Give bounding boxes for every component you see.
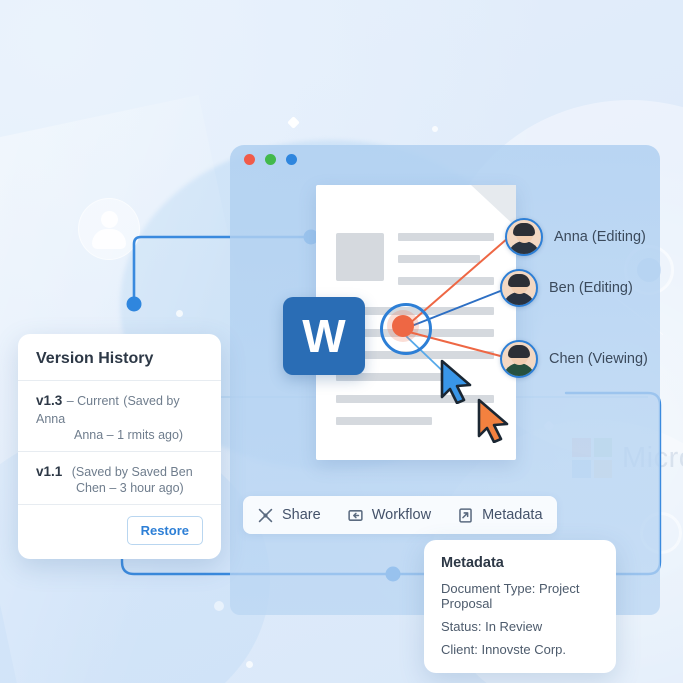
version-detail: (Saved by Saved Ben <box>71 465 193 479</box>
microsoft-word-icon[interactable]: W <box>283 297 365 375</box>
decorative-dot <box>432 126 438 132</box>
window-titlebar <box>230 145 660 175</box>
metadata-status: Status: In Review <box>441 619 543 634</box>
version-number: v1.1 <box>36 464 63 479</box>
toolbar-share-label: Share <box>282 507 321 523</box>
metadata-client: Client: Innovste Corp. <box>441 642 567 657</box>
document-toolbar: Share Workflow Metadata <box>243 496 557 534</box>
version-detail-second: Anna – 1 rmits ago) <box>74 428 184 442</box>
restore-button[interactable]: Restore <box>126 516 203 545</box>
maximize-dot[interactable] <box>286 154 297 165</box>
decorative-dot <box>246 661 253 668</box>
divider <box>18 451 221 452</box>
toolbar-metadata-button[interactable]: Metadata <box>457 507 543 524</box>
decorative-dot <box>176 310 183 317</box>
toolbar-workflow-label: Workflow <box>371 507 432 523</box>
collaborator-chen[interactable]: Chen (Viewing) <box>500 340 648 378</box>
decorative-dot <box>214 601 224 611</box>
metadata-icon <box>459 507 472 523</box>
avatar <box>505 218 543 256</box>
document-text-line <box>398 277 494 285</box>
version-history-title: Version History <box>36 350 154 367</box>
document-text-line <box>336 373 456 381</box>
divider <box>18 380 221 381</box>
active-edit-dot <box>392 315 414 337</box>
version-history-card: Version History v1.3 – Current (Saved by… <box>18 334 221 559</box>
document-text-line <box>398 233 494 241</box>
version-number: v1.3 <box>36 393 63 408</box>
collaborator-label: Anna (Editing) <box>554 229 646 245</box>
collaborator-anna[interactable]: Anna (Editing) <box>505 218 646 256</box>
version-entry[interactable]: v1.1 (Saved by Saved Ben Chen – 3 hour a… <box>36 452 203 504</box>
workflow-icon <box>348 509 363 521</box>
collaborator-label: Ben (Editing) <box>549 280 633 296</box>
version-history-footer: Restore <box>36 505 203 545</box>
version-entry[interactable]: v1.3 – Current (Saved by Anna Anna – 1 r… <box>36 381 203 451</box>
cursor-blue-icon <box>440 359 472 404</box>
collaborator-label: Chen (Viewing) <box>549 351 648 367</box>
document-text-line <box>336 417 432 425</box>
toolbar-share-button[interactable]: Share <box>257 507 321 524</box>
close-dot[interactable] <box>244 154 255 165</box>
toolbar-workflow-button[interactable]: Workflow <box>347 507 431 524</box>
toolbar-metadata-label: Metadata <box>482 507 543 523</box>
document-image-placeholder <box>336 233 384 281</box>
avatar <box>500 269 538 307</box>
metadata-title: Metadata <box>441 555 504 571</box>
word-icon-letter: W <box>302 310 346 362</box>
people-ghost-icon <box>78 198 140 260</box>
version-status: – Current <box>66 394 119 408</box>
sparkle-icon <box>287 116 300 129</box>
share-icon <box>258 508 273 522</box>
version-detail: (Saved by Anna <box>36 394 180 426</box>
metadata-card: Metadata Document Type: Project Proposal… <box>424 540 616 673</box>
document-text-line <box>398 255 480 263</box>
active-edit-marker <box>380 303 432 355</box>
collaborator-ben[interactable]: Ben (Editing) <box>500 269 633 307</box>
cursor-orange-icon <box>477 398 509 443</box>
metadata-document-type: Document Type: Project Proposal <box>441 581 580 611</box>
divider <box>18 504 221 505</box>
avatar <box>500 340 538 378</box>
document-text-line <box>336 395 494 403</box>
minimize-dot[interactable] <box>265 154 276 165</box>
version-detail-second: Chen – 3 hour ago) <box>76 481 184 495</box>
